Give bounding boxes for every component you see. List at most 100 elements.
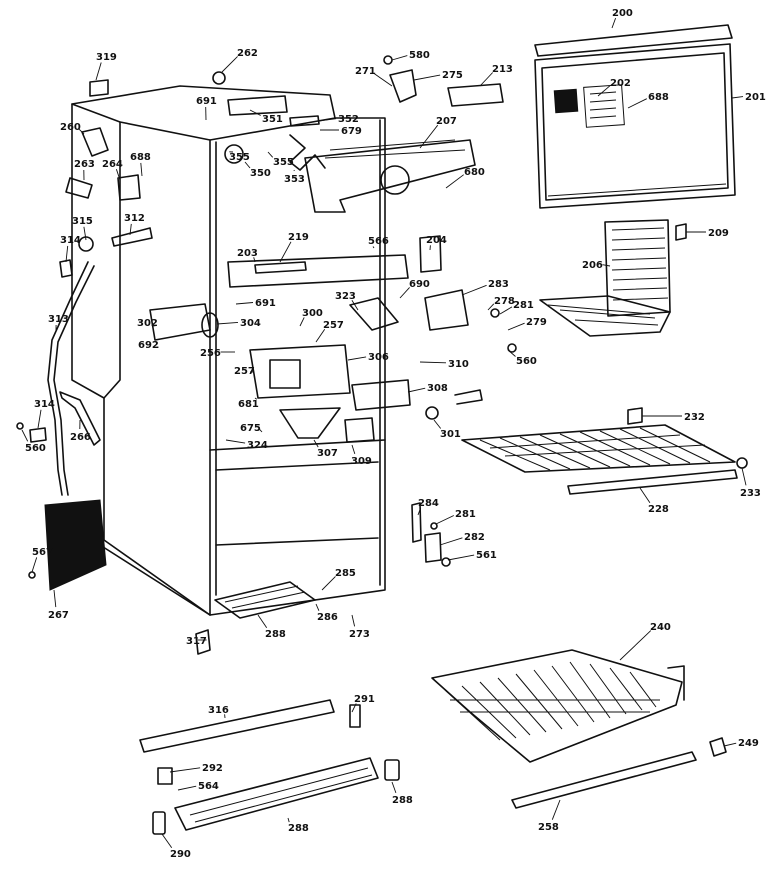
leader-line — [129, 223, 132, 236]
part-number-label: 240 — [650, 622, 671, 633]
part-number-label: 286 — [317, 612, 338, 623]
part-number-label: 281 — [455, 509, 476, 520]
rear-grille — [44, 499, 107, 591]
part-number-label: 324 — [247, 440, 268, 451]
leader-line — [417, 507, 422, 516]
leader-line — [257, 614, 268, 629]
part-number-label: 202 — [610, 78, 631, 89]
part-number-label: 314 — [60, 235, 81, 246]
leader-line — [627, 98, 647, 109]
leader-line — [267, 151, 274, 158]
leader-line — [315, 328, 326, 343]
leader-line — [419, 361, 447, 364]
leader-line — [551, 799, 561, 820]
part-number-label: 675 — [240, 423, 261, 434]
leader-line — [351, 703, 357, 713]
leader-line — [249, 109, 261, 116]
part-number-label: 688 — [648, 92, 669, 103]
part-number-label: 263 — [74, 159, 95, 170]
part-number-label: 355 — [229, 152, 250, 163]
part-number-label: 566 — [368, 236, 389, 247]
leader-line — [315, 603, 320, 611]
part-number-label: 232 — [684, 412, 705, 423]
part-number-label: 203 — [237, 248, 258, 259]
part-number-label: 304 — [240, 318, 261, 329]
part-number-label: 201 — [745, 92, 766, 103]
leader-line — [447, 554, 475, 561]
part-number-label: 353 — [284, 174, 305, 185]
part-number-label: 273 — [349, 629, 370, 640]
leader-line — [83, 226, 87, 241]
leader-line — [313, 439, 319, 448]
leader-line — [723, 742, 737, 747]
part-number-label: 292 — [202, 763, 223, 774]
leader-line — [507, 349, 516, 357]
leader-line — [235, 302, 254, 305]
part-number-label: 279 — [526, 317, 547, 328]
leader-line — [479, 72, 494, 87]
freezer-liner — [534, 24, 736, 209]
leader-line — [115, 169, 121, 181]
leader-line — [435, 515, 454, 525]
part-number-label: 282 — [464, 532, 485, 543]
part-number-label: 249 — [738, 738, 759, 749]
part-number-label: 690 — [409, 279, 430, 290]
part-number-label: 271 — [355, 66, 376, 77]
part-number-label: 323 — [335, 291, 356, 302]
part-number-label: 679 — [341, 126, 362, 137]
leader-line — [439, 537, 463, 546]
part-number-label: 692 — [138, 340, 159, 351]
leader-line — [413, 74, 441, 81]
leader-line — [279, 241, 292, 263]
cabinet — [71, 85, 386, 616]
leader-line — [216, 321, 239, 325]
part-number-label: 260 — [60, 122, 81, 133]
part-number-label: 308 — [427, 383, 448, 394]
part-number-label: 352 — [338, 114, 359, 125]
part-number-label: 257 — [323, 320, 344, 331]
part-number-label: 564 — [198, 781, 219, 792]
part-number-label: 580 — [409, 50, 430, 61]
leader-line — [244, 161, 251, 169]
leader-line — [95, 62, 102, 81]
part-number-label: 278 — [494, 296, 515, 307]
part-number-label: 691 — [196, 96, 217, 107]
part-number-label: 688 — [130, 152, 151, 163]
leader-line — [21, 429, 29, 442]
leader-line — [254, 397, 258, 400]
leader-line — [597, 85, 611, 97]
leader-line — [445, 174, 464, 189]
part-number-label: 219 — [288, 232, 309, 243]
part-number-label: 290 — [170, 849, 191, 860]
leader-line — [619, 630, 652, 661]
part-number-label: 228 — [648, 504, 669, 515]
part-number-label: 355 — [273, 157, 294, 168]
part-number-label: 257 — [234, 366, 255, 377]
part-number-label: 310 — [448, 359, 469, 370]
leader-line — [169, 767, 201, 773]
part-number-label: 560 — [516, 356, 537, 367]
right-side-parts — [383, 55, 748, 757]
leader-line — [433, 419, 442, 429]
leader-line — [53, 589, 57, 608]
part-number-label: 315 — [72, 216, 93, 227]
part-number-label: 267 — [48, 610, 69, 621]
leader-line — [407, 387, 426, 393]
part-number-label: 288 — [392, 795, 413, 806]
part-number-label: 300 — [302, 308, 323, 319]
part-number-label: 350 — [250, 168, 271, 179]
freezer-shelf — [539, 219, 671, 337]
part-number-label: 256 — [200, 348, 221, 359]
leader-line — [499, 306, 513, 315]
leader-line — [602, 264, 611, 267]
left-side-parts — [16, 71, 226, 655]
part-number-label: 288 — [288, 823, 309, 834]
part-number-label: 312 — [124, 213, 145, 224]
leader-line — [225, 439, 246, 444]
part-number-label: 567 — [32, 547, 53, 558]
part-number-label: 209 — [708, 228, 729, 239]
leader-line — [31, 557, 38, 573]
part-number-label: 233 — [740, 488, 761, 499]
leader-line — [253, 257, 256, 263]
leader-line — [287, 817, 290, 823]
